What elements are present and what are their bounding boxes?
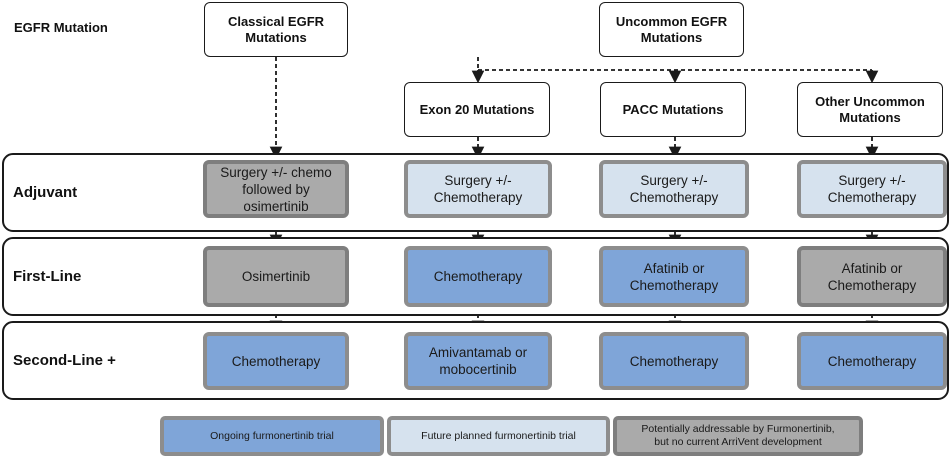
- header-pacc: PACC Mutations: [600, 82, 746, 137]
- header-classical: Classical EGFR Mutations: [204, 2, 348, 57]
- cell-text: Surgery +/- chemo followed by osimertini…: [220, 164, 332, 214]
- cell-text: Surgery +/- Chemotherapy: [433, 173, 523, 205]
- cell-text: Chemotherapy: [433, 269, 523, 284]
- cell-text: Surgery +/- Chemotherapy: [827, 173, 917, 205]
- cell-first-line-classical: Osimertinib: [203, 246, 349, 307]
- header-exon20: Exon 20 Mutations: [404, 82, 550, 137]
- cell-text: Afatinib or Chemotherapy: [827, 260, 917, 293]
- egfr-mutation-label: EGFR Mutation: [14, 20, 108, 35]
- cell-first-line-exon20: Chemotherapy: [404, 246, 552, 307]
- header-classical-text: Classical EGFR Mutations: [227, 13, 325, 45]
- cell-text: Chemotherapy: [629, 353, 719, 369]
- row-label-adjuvant: Adjuvant: [13, 184, 78, 201]
- row-label-first-line: First-Line: [13, 268, 82, 285]
- cell-adjuvant-pacc: Surgery +/- Chemotherapy: [599, 160, 749, 218]
- legend-potential: Potentially addressable by Furmonertinib…: [613, 416, 863, 456]
- header-exon20-text: Exon 20 Mutations: [419, 101, 535, 117]
- legend-future: Future planned furmonertinib trial: [387, 416, 610, 456]
- header-uncommon: Uncommon EGFR Mutations: [599, 2, 744, 57]
- row-label-second-line: Second-Line +: [13, 352, 116, 369]
- cell-first-line-pacc: Afatinib or Chemotherapy: [599, 246, 749, 307]
- cell-adjuvant-exon20: Surgery +/- Chemotherapy: [404, 160, 552, 218]
- header-other: Other Uncommon Mutations: [797, 82, 943, 137]
- legend-ongoing: Ongoing furmonertinib trial: [160, 416, 384, 456]
- cell-second-line-other: Chemotherapy: [797, 332, 947, 390]
- cell-first-line-other: Afatinib or Chemotherapy: [797, 246, 947, 307]
- legend-future-text: Future planned furmonertinib trial: [421, 429, 576, 442]
- cell-text: Amivantamab or mobocertinib: [428, 345, 528, 377]
- cell-text: Osimertinib: [241, 269, 311, 284]
- cell-text: Chemotherapy: [231, 353, 321, 369]
- cell-text: Afatinib or Chemotherapy: [629, 260, 719, 293]
- header-other-text: Other Uncommon Mutations: [815, 93, 925, 125]
- cell-second-line-exon20: Amivantamab or mobocertinib: [404, 332, 552, 390]
- cell-text: Chemotherapy: [827, 353, 917, 369]
- header-pacc-text: PACC Mutations: [622, 101, 724, 117]
- cell-second-line-classical: Chemotherapy: [203, 332, 349, 390]
- cell-adjuvant-classical: Surgery +/- chemo followed by osimertini…: [203, 160, 349, 218]
- legend-potential-text: Potentially addressable by Furmonertinib…: [641, 423, 835, 448]
- legend-ongoing-text: Ongoing furmonertinib trial: [210, 429, 334, 442]
- cell-second-line-pacc: Chemotherapy: [599, 332, 749, 390]
- cell-adjuvant-other: Surgery +/- Chemotherapy: [797, 160, 947, 218]
- header-uncommon-text: Uncommon EGFR Mutations: [615, 13, 728, 45]
- cell-text: Surgery +/- Chemotherapy: [629, 173, 719, 205]
